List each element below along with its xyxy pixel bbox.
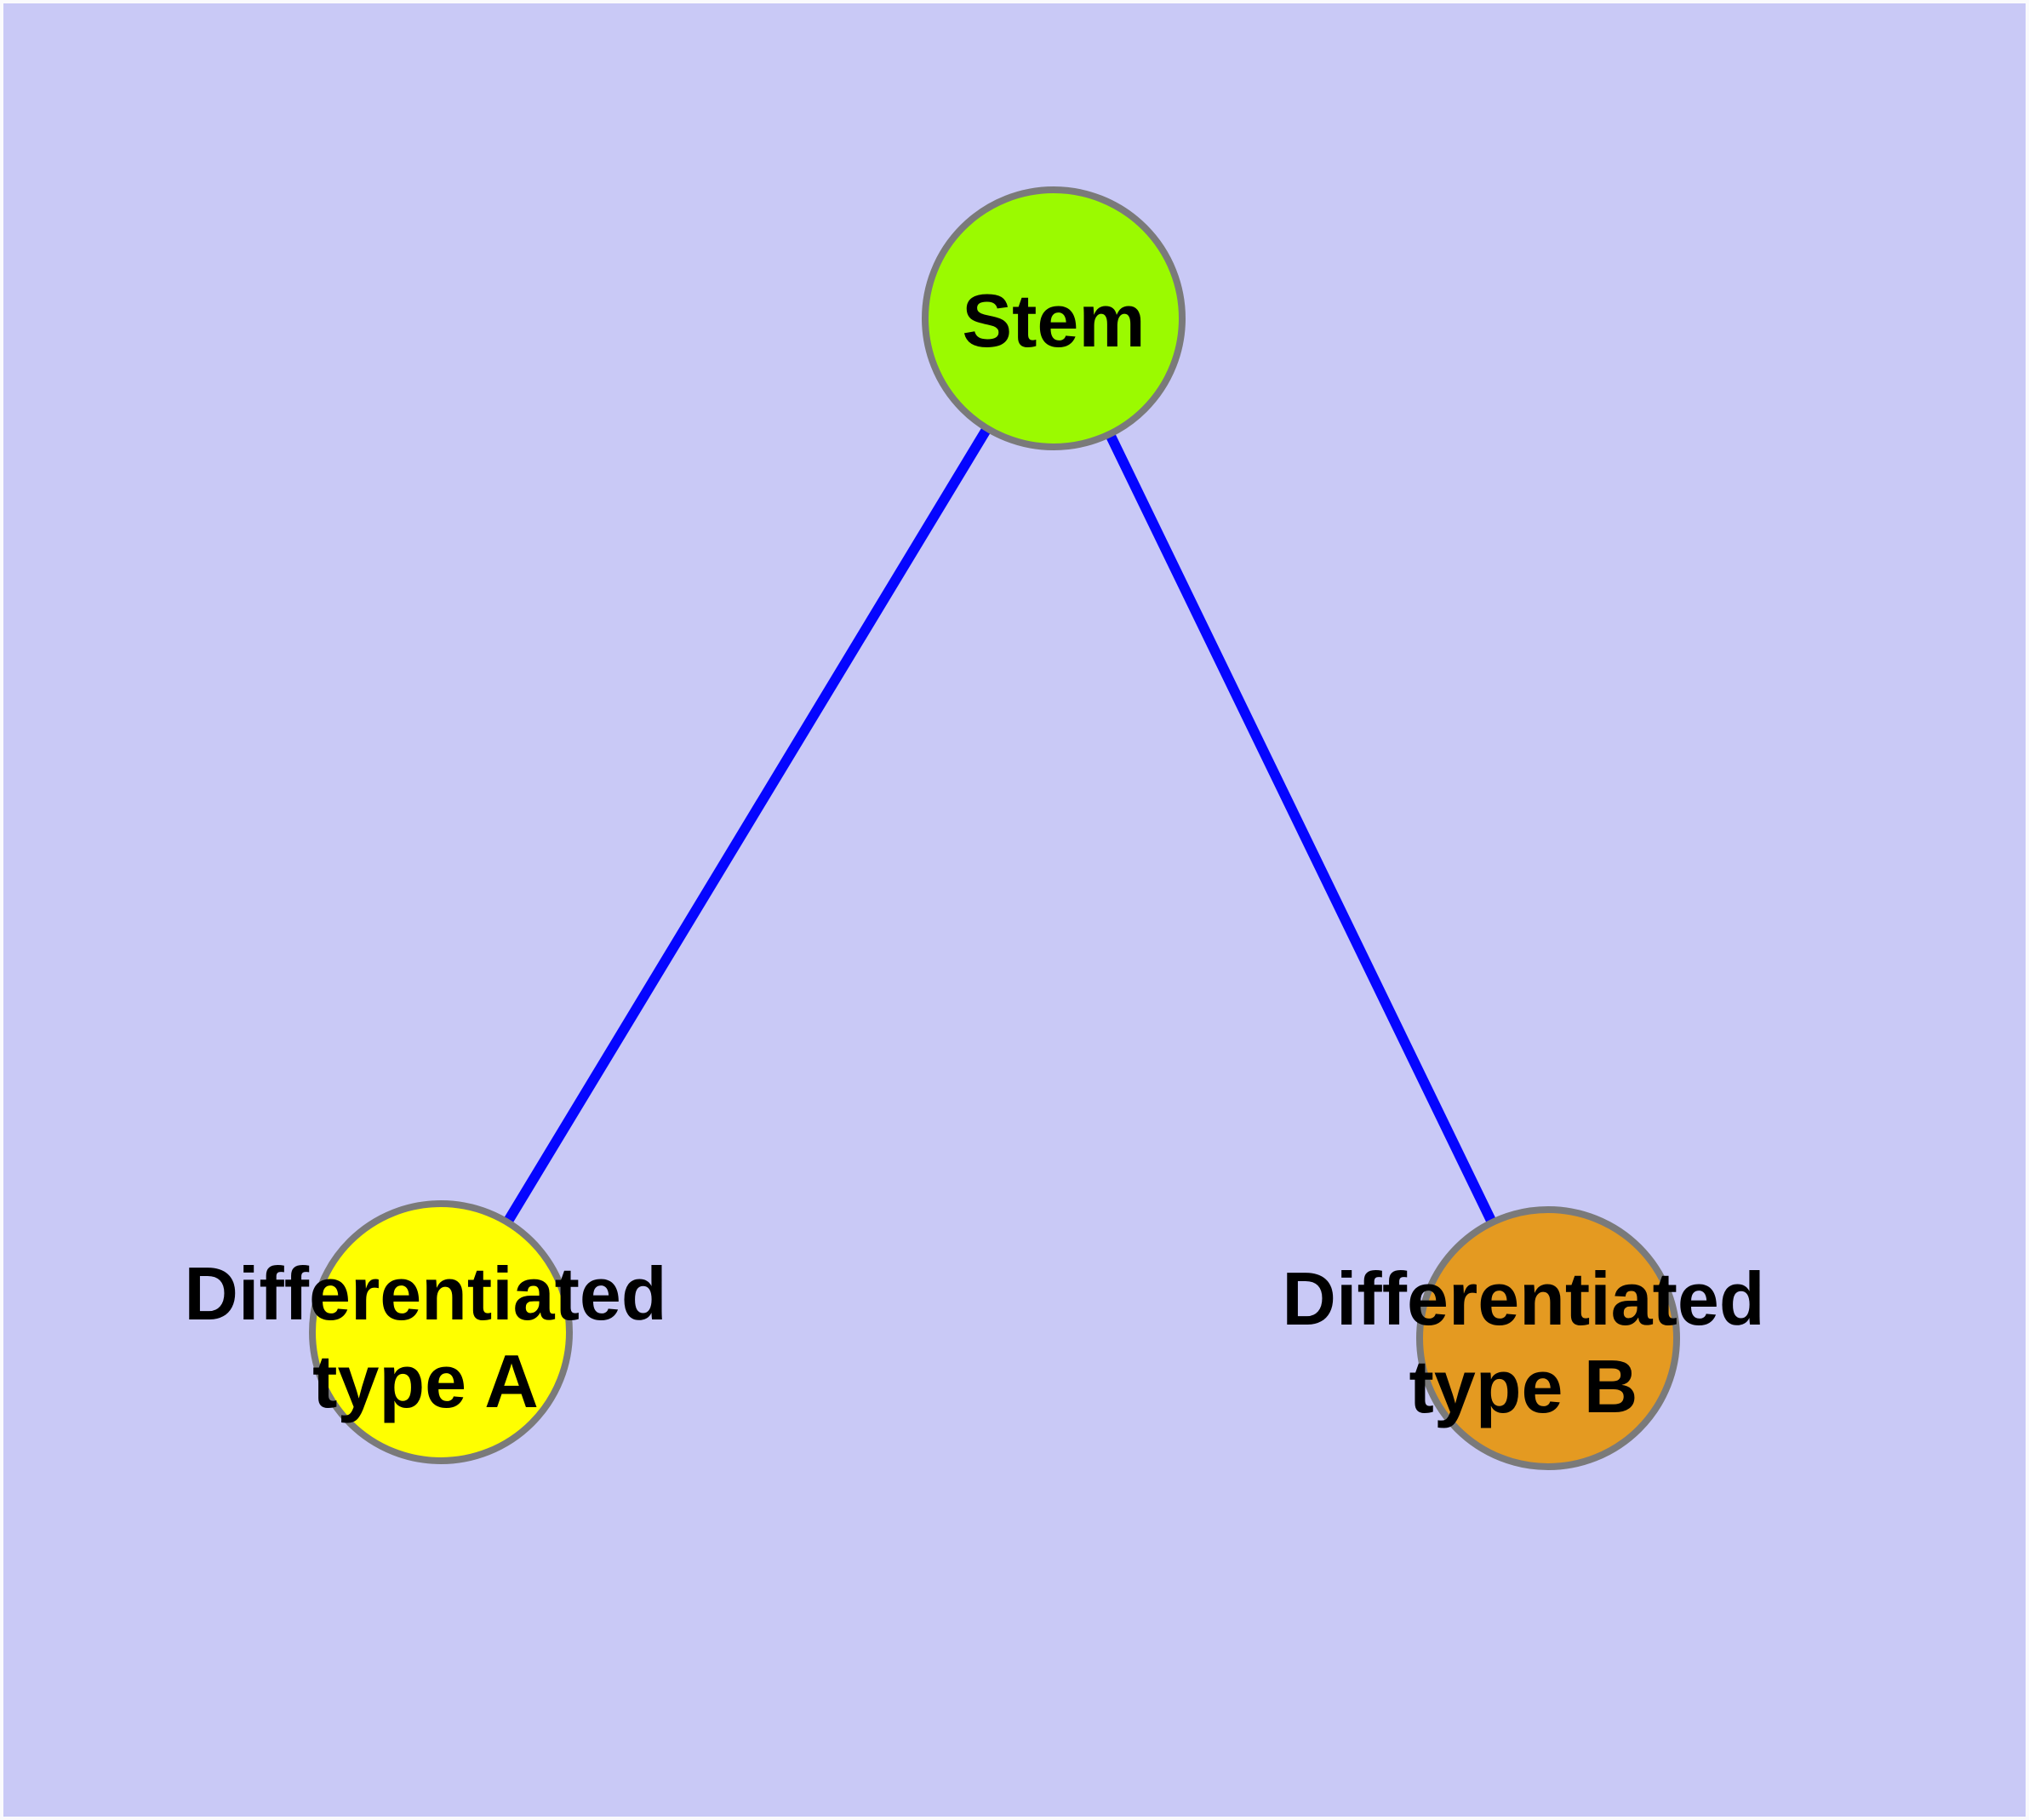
edge-stem-to-type-a <box>436 315 1059 1336</box>
node-stem-circle <box>922 186 1186 450</box>
node-differentiated-type-a: Differentiated type A <box>184 1200 667 1464</box>
node-stem-label: Stem <box>962 278 1145 363</box>
node-differentiated-type-a-circle <box>309 1200 573 1464</box>
node-differentiated-type-b-label-line1: Differentiated <box>1282 1256 1764 1341</box>
node-differentiated-type-a-label-line1: Differentiated <box>184 1251 666 1336</box>
node-differentiated-type-b-label-line2: type B <box>1409 1344 1638 1428</box>
node-stem: Stem <box>922 186 1186 450</box>
edge-stem-to-type-b <box>1049 316 1553 1341</box>
node-differentiated-type-b-circle <box>1416 1206 1680 1470</box>
node-differentiated-type-a-label-line2: type A <box>312 1339 539 1423</box>
node-differentiated-type-b: Differentiated type B <box>1282 1206 1765 1470</box>
